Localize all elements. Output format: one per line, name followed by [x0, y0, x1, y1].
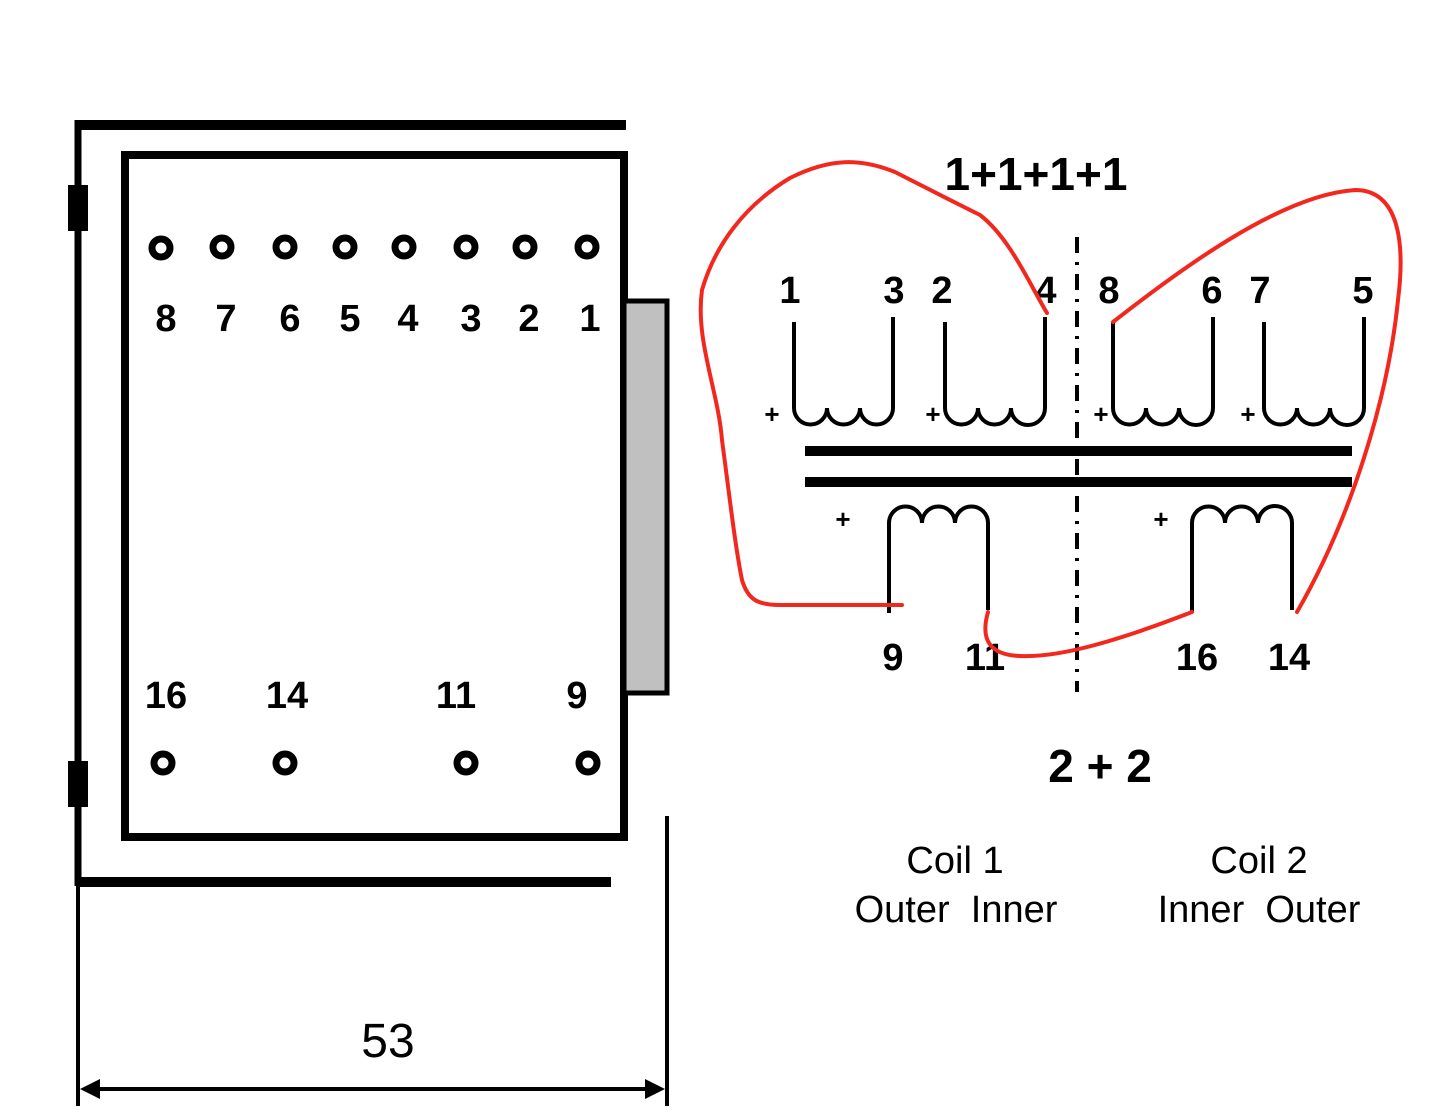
top-configuration-title: 1+1+1+1: [945, 148, 1128, 200]
dimension-value: 53: [361, 1015, 414, 1068]
polarity-plus: +: [764, 399, 779, 429]
coil2-title: Coil 2: [1210, 840, 1307, 882]
pin-hole: [574, 234, 600, 260]
winding-pin-label: 1: [779, 270, 800, 312]
frame-clip-bottom: [68, 761, 88, 807]
pin-hole: [272, 234, 298, 260]
pin-label: 6: [279, 298, 300, 340]
primary-winding-1-3: + 1 3: [764, 270, 904, 429]
package-outline: 53: [68, 120, 670, 1106]
pin-label: 7: [215, 298, 236, 340]
primary-winding-8-6: + 8 6: [1093, 270, 1222, 429]
pin-hole: [453, 234, 479, 260]
bobbin-side-tab: [621, 298, 670, 696]
pin-label: 14: [266, 675, 308, 717]
winding-pin-label: 14: [1268, 637, 1310, 679]
polarity-plus: +: [1153, 504, 1168, 534]
pin-hole: [148, 235, 174, 261]
polarity-plus: +: [1093, 399, 1108, 429]
pin-label: 5: [339, 298, 360, 340]
winding-pin-label: 9: [882, 637, 903, 679]
jumper-wire-4-to-9: [698, 160, 1049, 607]
winding-pin-label: 7: [1249, 270, 1270, 312]
dimension-arrowhead-right: [645, 1079, 665, 1099]
winding-pin-label: 2: [931, 270, 952, 312]
polarity-plus: +: [1240, 399, 1255, 429]
winding-pin-label: 3: [883, 270, 904, 312]
primary-winding-7-5: + 7 5: [1240, 270, 1373, 429]
dimension-arrowhead-left: [80, 1079, 100, 1099]
pin-label: 8: [155, 298, 176, 340]
pin-hole: [453, 750, 479, 776]
pin-label: 1: [579, 298, 600, 340]
coil2-subtitle: Inner Outer: [1158, 889, 1361, 931]
pin-hole: [391, 234, 417, 260]
jumper-wire-8-to-14: [1111, 188, 1403, 614]
pin-hole: [209, 234, 235, 260]
pin-label: 2: [518, 298, 539, 340]
pin-hole: [150, 750, 176, 776]
jumper-wire-11-to-16: [983, 610, 1194, 659]
secondary-winding-16-14: + 16 14: [1153, 504, 1310, 679]
polarity-plus: +: [835, 504, 850, 534]
secondary-winding-9-11: + 9 11: [835, 504, 1005, 679]
bobbin-body: [121, 151, 628, 841]
bottom-pin-row: 16 14 11 9: [145, 675, 601, 776]
pin-hole: [272, 750, 298, 776]
top-pin-row: 8 7 6 5 4 3 2 1: [148, 234, 601, 340]
winding-pin-label: 16: [1176, 637, 1218, 679]
frame-clip-top: [68, 185, 88, 231]
winding-pin-label: 4: [1035, 270, 1056, 312]
pin-hole: [512, 234, 538, 260]
pin-label: 3: [460, 298, 481, 340]
coil1-title: Coil 1: [906, 840, 1003, 882]
pin-label: 9: [566, 675, 587, 717]
primary-winding-2-4: + 2 4: [925, 270, 1056, 429]
winding-pin-label: 6: [1201, 270, 1222, 312]
pin-label: 4: [397, 298, 418, 340]
coil1-subtitle: Outer Inner: [855, 889, 1058, 931]
bottom-configuration-title: 2 + 2: [1048, 740, 1152, 792]
polarity-plus: +: [925, 399, 940, 429]
winding-pin-label: 8: [1098, 270, 1119, 312]
pin-hole: [332, 234, 358, 260]
pin-label: 16: [145, 675, 187, 717]
pin-label: 11: [436, 675, 476, 717]
winding-pin-label: 5: [1352, 270, 1373, 312]
pin-hole: [575, 750, 601, 776]
winding-pin-label: 11: [965, 637, 1005, 679]
